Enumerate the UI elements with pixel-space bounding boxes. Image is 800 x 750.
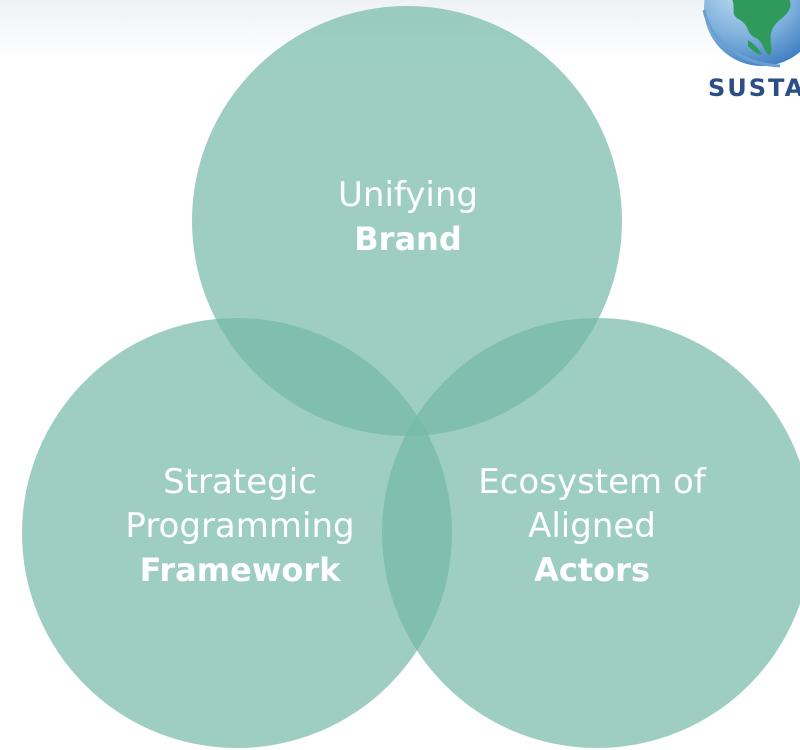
- label-framework-line2: Programming: [125, 506, 355, 546]
- globe-icon: [702, 0, 800, 68]
- label-framework: Strategic Programming Framework: [90, 460, 390, 592]
- circle-framework: [22, 318, 452, 748]
- logo: SUSTA: [700, 0, 800, 110]
- label-brand: Unifying Brand: [308, 173, 508, 261]
- label-brand-bold: Brand: [354, 220, 462, 258]
- label-actors-bold: Actors: [534, 551, 650, 589]
- label-brand-line1: Unifying: [338, 175, 478, 215]
- label-framework-line1: Strategic: [163, 462, 317, 502]
- circle-actors: [382, 318, 800, 748]
- logo-text: SUSTA: [708, 74, 800, 102]
- label-framework-bold: Framework: [139, 551, 341, 589]
- label-actors-line2: Aligned: [528, 506, 656, 546]
- label-actors: Ecosystem of Aligned Actors: [442, 460, 742, 592]
- label-actors-line1: Ecosystem of: [478, 462, 706, 502]
